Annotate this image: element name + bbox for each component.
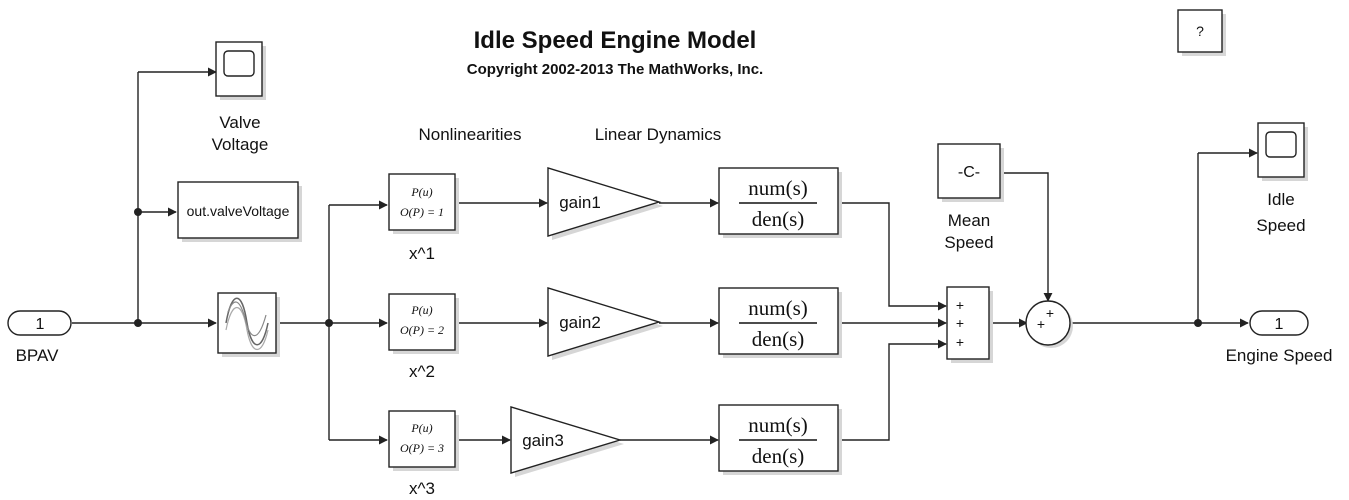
poly-name-3: x^3: [409, 479, 435, 498]
poly-p-2: P(u): [410, 303, 432, 317]
model-title: Idle Speed Engine Model: [474, 27, 757, 54]
poly-order-3: O(P) = 3: [400, 441, 444, 455]
tf-den-3: den(s): [752, 444, 804, 468]
scope-idle-line2: Speed: [1256, 216, 1305, 235]
poly-order-1: O(P) = 1: [400, 205, 444, 219]
sum3-sign-3: +: [956, 334, 964, 350]
poly-name-2: x^2: [409, 362, 435, 381]
nonlinearities-label: Nonlinearities: [419, 125, 522, 144]
gain-label-3: gain3: [522, 431, 564, 450]
tf-num-2: num(s): [748, 296, 808, 320]
transfer-fcn-1[interactable]: num(s) den(s): [718, 167, 842, 238]
scope-idle-line1: Idle: [1267, 190, 1294, 209]
constant-value: -C-: [958, 164, 980, 181]
tf-den-2: den(s): [752, 327, 804, 351]
sum-block-round[interactable]: + +: [1025, 300, 1073, 348]
poly-name-1: x^1: [409, 244, 435, 263]
poly-block-1[interactable]: P(u) O(P) = 1 x^1: [388, 173, 459, 263]
gain-label-1: gain1: [559, 193, 601, 212]
sum2-sign-1: +: [1046, 305, 1054, 321]
to-workspace-label: out.valveVoltage: [187, 203, 290, 219]
sum2-sign-2: +: [1037, 316, 1045, 332]
scope-valve-line2: Voltage: [212, 135, 269, 154]
outport-name: Engine Speed: [1226, 346, 1333, 365]
scope-valve-line1: Valve: [219, 113, 260, 132]
sum3-sign-1: +: [956, 297, 964, 313]
tf-num-3: num(s): [748, 413, 808, 437]
outport-engine-speed[interactable]: 1 Engine Speed: [1226, 310, 1333, 365]
outport-number: 1: [1275, 316, 1284, 333]
gain-label-2: gain2: [559, 313, 601, 332]
sum-block-three[interactable]: + + +: [946, 286, 993, 363]
poly-p-1: P(u): [410, 185, 432, 199]
inport-number: 1: [36, 316, 45, 333]
poly-block-2[interactable]: P(u) O(P) = 2 x^2: [388, 293, 459, 381]
gain-block-3[interactable]: gain3: [510, 406, 624, 477]
constant-line2: Speed: [944, 233, 993, 252]
help-button[interactable]: ?: [1177, 9, 1226, 56]
scope-valve-voltage[interactable]: Valve Voltage: [212, 41, 269, 154]
gain-block-1[interactable]: gain1: [547, 167, 663, 240]
scope-idle-speed[interactable]: Idle Speed: [1256, 122, 1308, 235]
transfer-fcn-2[interactable]: num(s) den(s): [718, 287, 842, 358]
tf-num-1: num(s): [748, 176, 808, 200]
inport-bpav[interactable]: 1 BPAV: [7, 310, 72, 365]
signal-lines: [72, 67, 1258, 445]
poly-order-2: O(P) = 2: [400, 323, 444, 337]
to-workspace-block[interactable]: out.valveVoltage: [177, 181, 302, 242]
copyright-text: Copyright 2002-2013 The MathWorks, Inc.: [467, 61, 763, 78]
inport-name: BPAV: [16, 346, 59, 365]
poly-p-3: P(u): [410, 421, 432, 435]
noise-signal-block[interactable]: [217, 292, 280, 357]
gain-block-2[interactable]: gain2: [547, 287, 663, 360]
constant-line1: Mean: [948, 211, 991, 230]
transfer-fcn-3[interactable]: num(s) den(s): [718, 404, 842, 475]
linear-dynamics-label: Linear Dynamics: [595, 125, 722, 144]
tf-den-1: den(s): [752, 207, 804, 231]
constant-mean-speed[interactable]: -C- Mean Speed: [937, 143, 1004, 252]
sum3-sign-2: +: [956, 315, 964, 331]
poly-block-3[interactable]: P(u) O(P) = 3 x^3: [388, 410, 459, 498]
help-label: ?: [1196, 23, 1204, 39]
